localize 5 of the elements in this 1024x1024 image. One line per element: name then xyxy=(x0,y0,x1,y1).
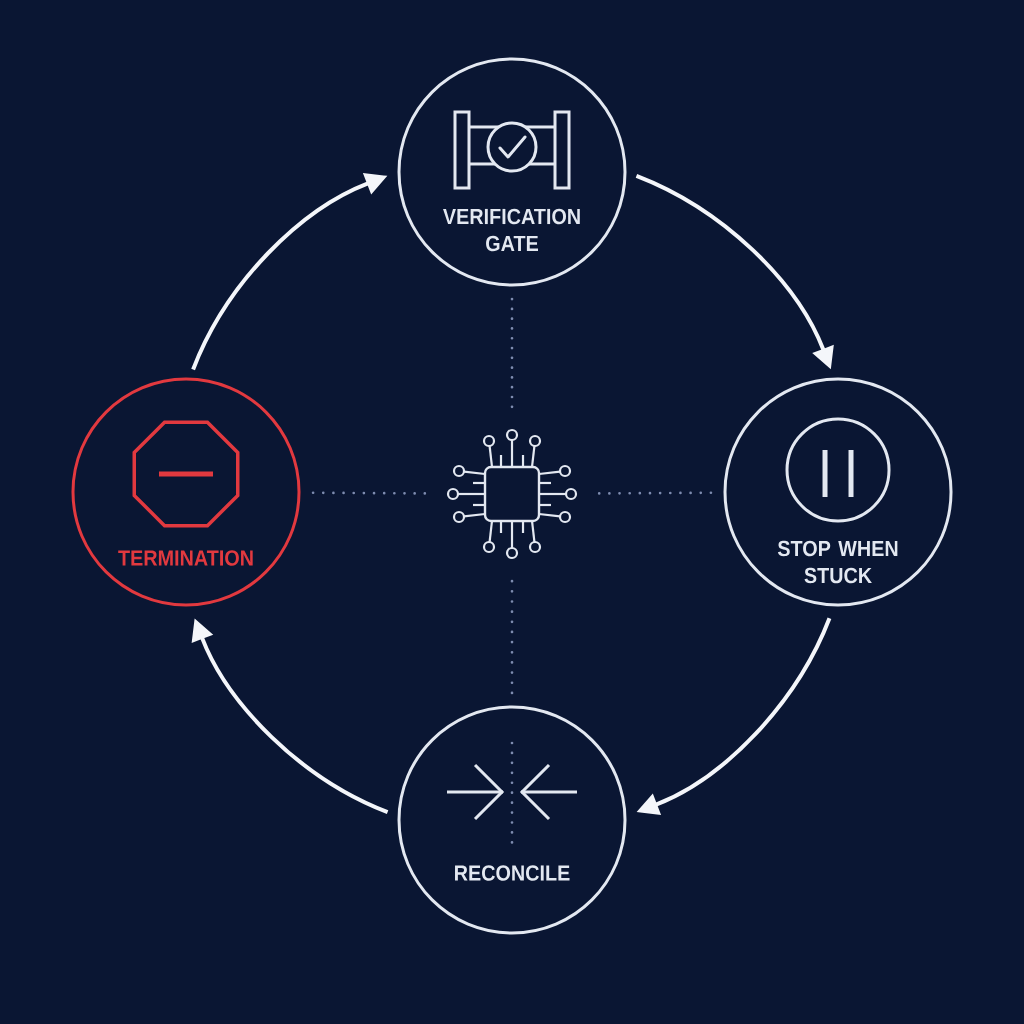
chip-icon xyxy=(446,428,578,560)
dotted-line xyxy=(510,297,514,409)
dotted-line xyxy=(597,491,713,495)
dotted-line xyxy=(510,579,514,695)
dotted-line xyxy=(311,491,427,495)
